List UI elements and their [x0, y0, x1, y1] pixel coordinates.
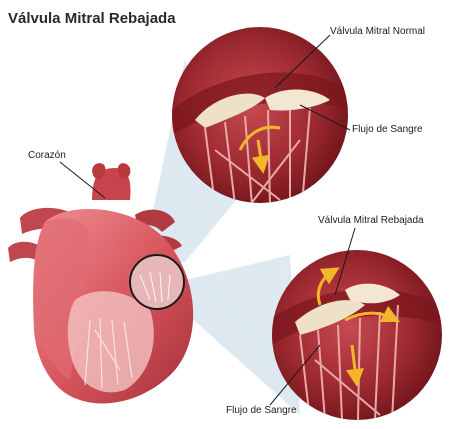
- label-prolapsed-valve: Válvula Mitral Rebajada: [318, 215, 424, 226]
- label-blood-flow-bottom: Flujo de Sangre: [226, 405, 297, 416]
- label-heart: Corazón: [28, 150, 66, 161]
- label-normal-valve: Válvula Mitral Normal: [330, 26, 425, 37]
- magnifier-circle: [130, 255, 184, 309]
- prolapsed-valve-inset: [272, 250, 442, 420]
- label-blood-flow-top: Flujo de Sangre: [352, 124, 423, 135]
